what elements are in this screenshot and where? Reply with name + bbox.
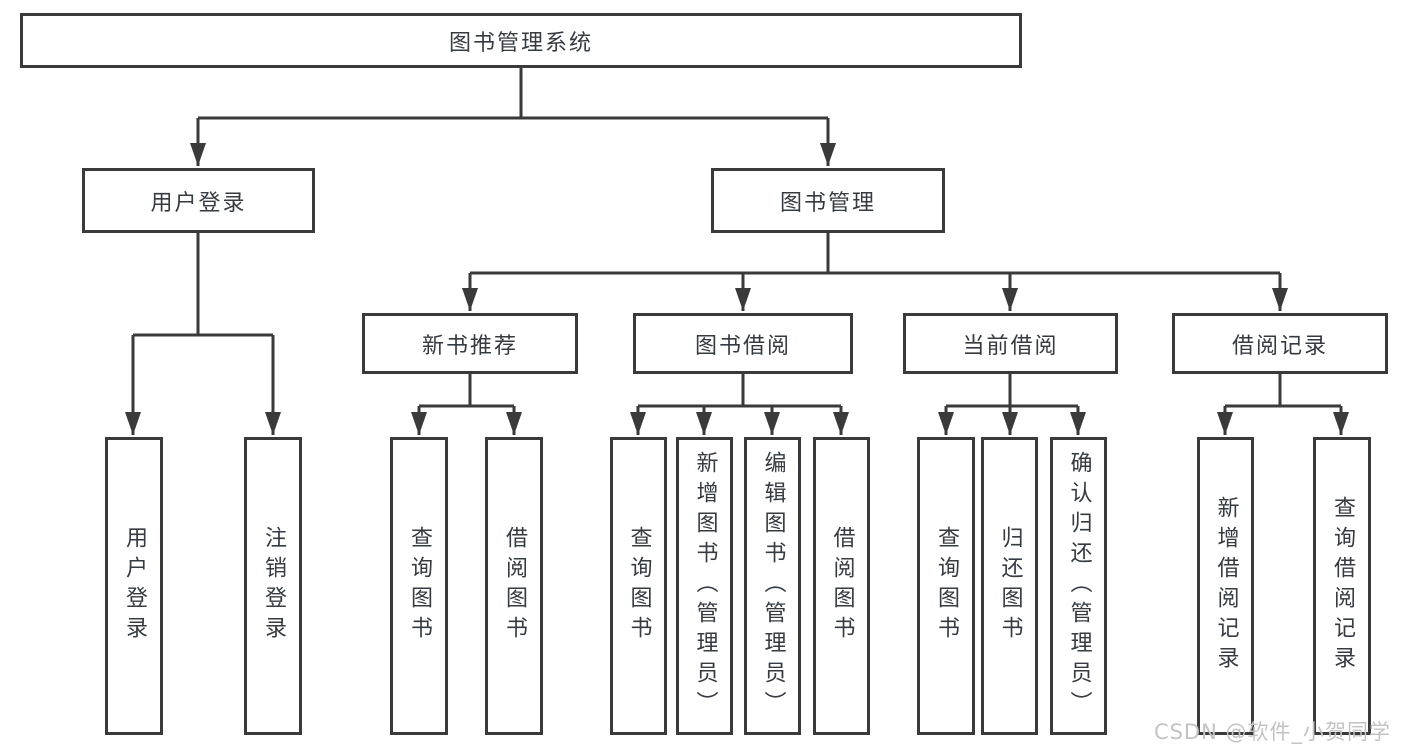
leaf-query-borrow-record: 查询借阅记录 <box>1313 437 1371 735</box>
connector-book-management-split <box>470 233 1280 275</box>
connector-new-book-split <box>419 374 514 408</box>
connector-current-borrowing-split <box>946 374 1078 408</box>
connector-user-login-split <box>133 232 273 337</box>
connector-borrowing-records-split <box>1225 374 1341 408</box>
node-book-borrowing: 图书借阅 <box>633 313 853 374</box>
node-current-borrowing: 当前借阅 <box>903 313 1118 374</box>
leaf-query-books-current: 查询图书 <box>917 437 975 735</box>
watermark: CSDN @软件_小贺同学 <box>1153 720 1391 744</box>
leaf-add-books-admin: 新增图书（管理员） <box>676 437 733 735</box>
leaf-confirm-return-admin: 确认归还（管理员） <box>1050 437 1107 735</box>
node-user-login: 用户登录 <box>82 168 315 233</box>
leaf-user-login: 用户登录 <box>105 437 163 735</box>
connector-root-split <box>198 68 828 120</box>
leaf-return-books: 归还图书 <box>981 437 1038 735</box>
leaf-edit-books-admin: 编辑图书（管理员） <box>744 437 801 735</box>
node-library-system: 图书管理系统 <box>20 13 1022 68</box>
node-new-book-recommendation: 新书推荐 <box>362 313 578 374</box>
connector-book-borrowing-split <box>638 374 841 408</box>
leaf-logout: 注销登录 <box>244 437 302 735</box>
node-borrowing-records: 借阅记录 <box>1172 313 1388 374</box>
leaf-add-borrow-record: 新增借阅记录 <box>1197 437 1254 735</box>
leaf-query-books-recommend: 查询图书 <box>390 437 448 735</box>
leaf-query-books-borrowing: 查询图书 <box>610 437 667 735</box>
leaf-borrow-books-recommend: 借阅图书 <box>485 437 543 735</box>
leaf-borrow-books-borrowing: 借阅图书 <box>813 437 870 735</box>
node-book-management: 图书管理 <box>711 168 945 233</box>
